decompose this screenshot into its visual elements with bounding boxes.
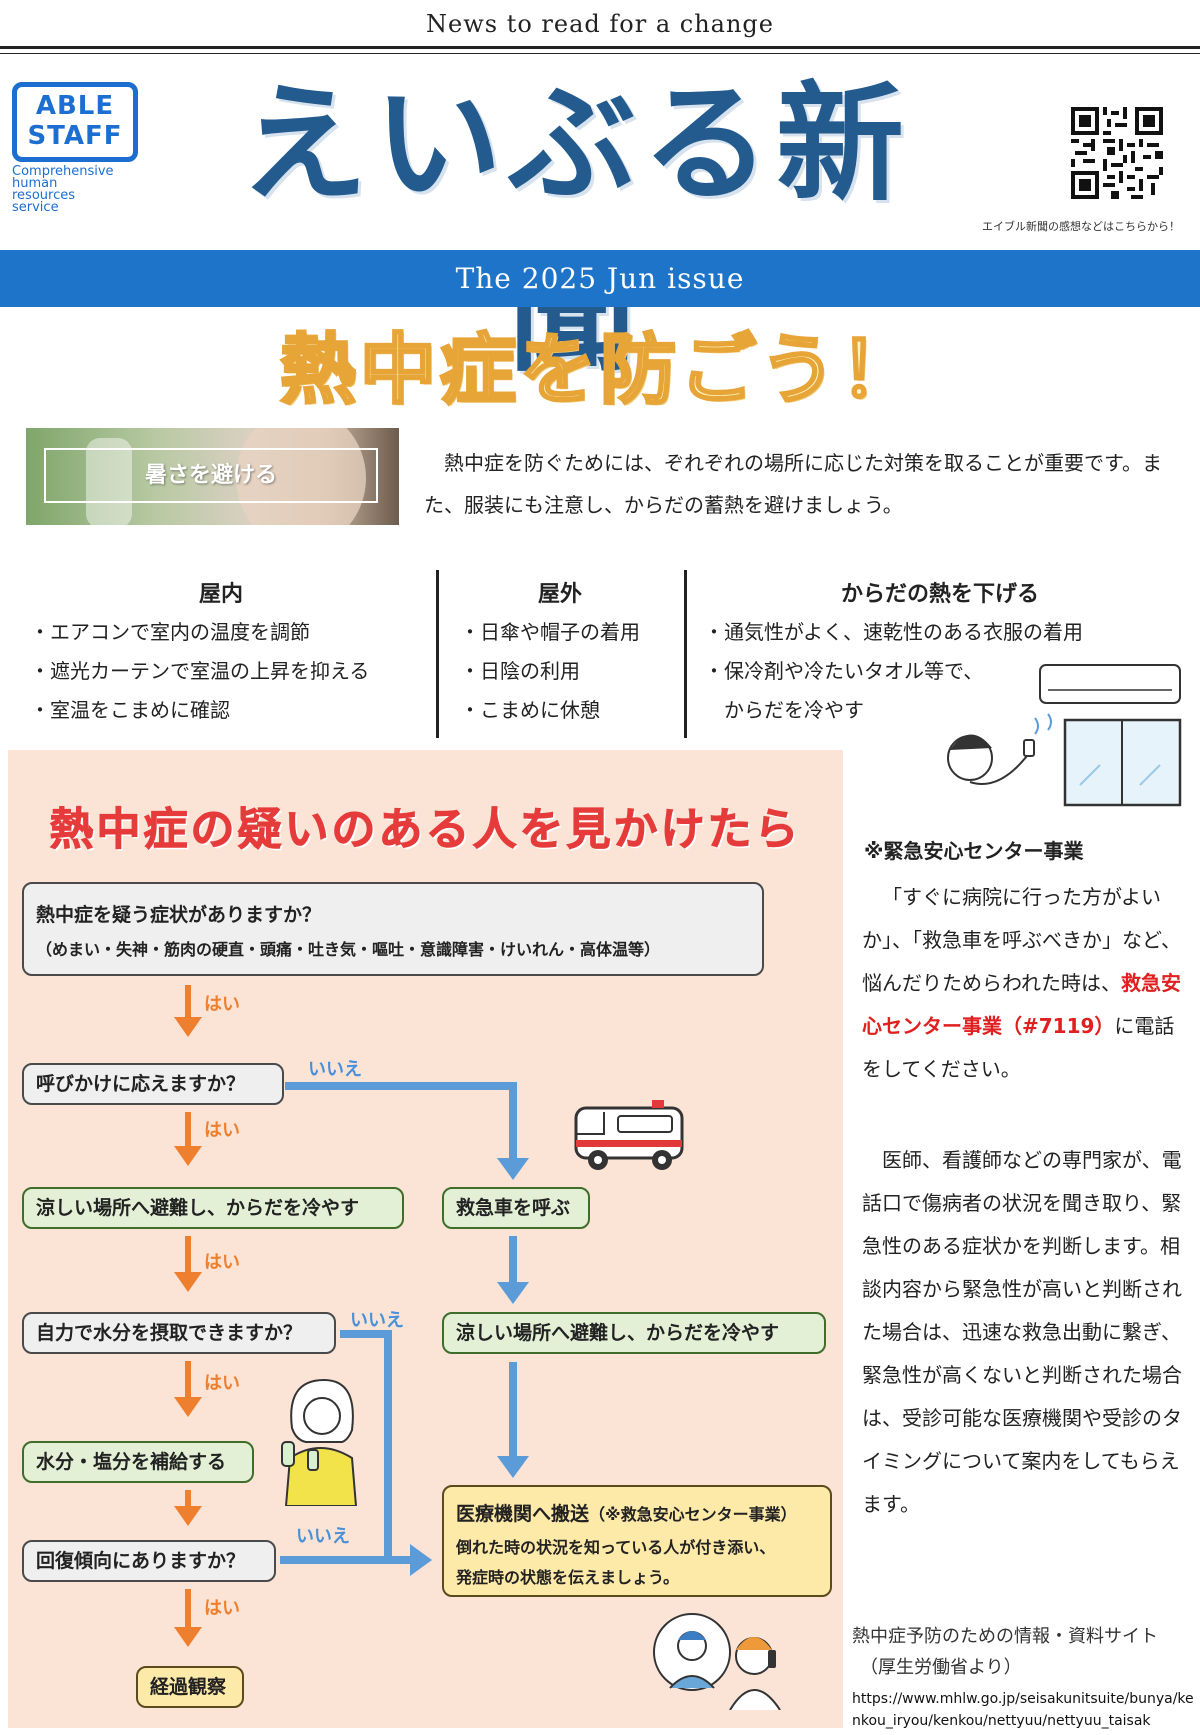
column-title-indoor: 屋内 bbox=[198, 582, 243, 607]
column-item: からだを冷やす bbox=[704, 698, 864, 722]
hospital-line2: 倒れた時の状況を知っている人が付き添い、 bbox=[456, 1538, 776, 1557]
no-connector bbox=[509, 1082, 517, 1160]
sidebar-paragraph-1: 「すぐに病院に行った方がよいか」、「救急車を呼ぶべきか」など、悩んだりためらわれ… bbox=[862, 876, 1182, 1091]
column-divider bbox=[684, 570, 687, 738]
flow-connector bbox=[509, 1236, 517, 1284]
phone-consultation-illustration bbox=[650, 1610, 800, 1710]
flow-q1-line2: （めまい・失神・筋肉の硬直・頭痛・吐き気・嘔吐・意識障害・けいれん・高体温等） bbox=[36, 940, 661, 959]
logo-sub-2: human bbox=[12, 176, 58, 191]
flow-question-drink: 自力で水分を摂取できますか？ bbox=[22, 1312, 336, 1354]
no-arrowhead bbox=[410, 1544, 432, 1576]
flow-action-observe: 経過観察 bbox=[136, 1666, 244, 1708]
flow-action-cool-down-right: 涼しい場所へ避難し、からだを冷やす bbox=[442, 1312, 826, 1354]
no-arrowhead bbox=[497, 1158, 529, 1180]
flow-question-symptoms: 熱中症を疑う症状がありますか？ （めまい・失神・筋肉の硬直・頭痛・吐き気・嘔吐・… bbox=[22, 882, 764, 976]
yes-label: はい bbox=[204, 1373, 240, 1394]
hotline-highlight: 救急安心センター事業（#7119） bbox=[862, 971, 1181, 1038]
no-connector bbox=[280, 1556, 412, 1564]
no-connector bbox=[340, 1330, 392, 1338]
tagline: News to read for a change bbox=[426, 10, 774, 38]
top-rule-thin bbox=[0, 53, 1200, 54]
no-label: いいえ bbox=[308, 1059, 362, 1080]
flow-arrowhead bbox=[497, 1282, 529, 1304]
logo-sub-1: Comprehensive bbox=[12, 164, 114, 179]
issue-bar bbox=[0, 250, 1200, 307]
hospital-title: 医療機関へ搬送 bbox=[456, 1503, 590, 1525]
logo-sub-4: service bbox=[12, 200, 59, 215]
column-item: ・日陰の利用 bbox=[460, 659, 580, 683]
flow-action-hospital: 医療機関へ搬送（※救急安心センター事業） 倒れた時の状況を知っている人が付き添い… bbox=[442, 1485, 832, 1597]
logo-sub-3: resources bbox=[12, 188, 76, 203]
column-item: ・エアコンで室内の温度を調節 bbox=[30, 620, 310, 644]
yes-label: はい bbox=[204, 1120, 240, 1141]
yes-arrow bbox=[174, 1361, 202, 1417]
qr-caption: エイブル新聞の感想などはこちらから！ bbox=[982, 220, 1180, 233]
yes-arrow bbox=[174, 1112, 202, 1166]
air-conditioner-illustration bbox=[940, 660, 1190, 810]
headline: 熱中症を防ごう！ bbox=[279, 324, 920, 416]
hospital-line3: 発症時の状態を伝えましょう。 bbox=[456, 1568, 680, 1587]
top-rule bbox=[0, 46, 1200, 49]
column-divider bbox=[436, 570, 439, 738]
flow-arrowhead bbox=[497, 1456, 529, 1478]
yes-label: はい bbox=[204, 1252, 240, 1273]
qr-code-icon[interactable] bbox=[1071, 107, 1163, 199]
sidebar-p1-text: 「すぐに病院に行った方がよいか」、「救急車を呼ぶべきか」など、悩んだりためらわれ… bbox=[862, 885, 1181, 995]
column-title-body-heat: からだの熱を下げる bbox=[840, 582, 1039, 607]
column-item: ・遮光カーテンで室温の上昇を抑える bbox=[30, 659, 370, 683]
source-title: 熱中症予防のための情報・資料サイト bbox=[852, 1626, 1158, 1647]
issue-label: The 2025 Jun issue bbox=[455, 262, 745, 295]
sidebar-title: ※緊急安心センター事業 bbox=[864, 839, 1084, 863]
flowchart-title: 熱中症の疑いのある人を見かけたら bbox=[49, 804, 802, 856]
yes-label: はい bbox=[204, 1598, 240, 1619]
no-label: いいえ bbox=[296, 1526, 350, 1547]
logo-line-1: ABLE bbox=[35, 91, 115, 121]
yes-label: はい bbox=[204, 994, 240, 1015]
hospital-note: （※救急安心センター事業） bbox=[589, 1505, 797, 1524]
column-item: ・日傘や帽子の着用 bbox=[460, 620, 640, 644]
column-item: ・こまめに休憩 bbox=[460, 698, 600, 722]
person-image bbox=[236, 428, 366, 525]
logo-subtitle: Comprehensive human resources service bbox=[12, 164, 152, 215]
sidebar-p1-end: に電話をしてください。 bbox=[862, 1014, 1175, 1081]
photo-label: 暑さを避ける bbox=[144, 463, 277, 488]
water-bottle-image bbox=[86, 438, 132, 525]
person-drinking-illustration bbox=[280, 1378, 360, 1506]
yes-arrow bbox=[174, 1236, 202, 1292]
column-title-outdoor: 屋外 bbox=[537, 582, 582, 607]
no-label: いいえ bbox=[350, 1310, 404, 1331]
flow-action-call-ambulance: 救急車を呼ぶ bbox=[442, 1187, 590, 1229]
photo-frame bbox=[44, 448, 378, 503]
flow-action-hydrate: 水分・塩分を補給する bbox=[22, 1441, 254, 1483]
no-connector bbox=[285, 1082, 517, 1090]
flow-connector bbox=[509, 1362, 517, 1458]
logo-line-2: STAFF bbox=[27, 121, 123, 151]
source-url-link[interactable]: https://www.mhlw.go.jp/seisakunitsuite/b… bbox=[852, 1691, 1194, 1729]
photo-banner: 暑さを避ける bbox=[26, 428, 399, 525]
column-item: ・通気性がよく、速乾性のある衣服の着用 bbox=[704, 620, 1083, 644]
yes-arrow bbox=[174, 985, 202, 1037]
sidebar-paragraph-2: 医師、看護師などの専門家が、電話口で傷病者の状況を聞き取り、緊急性のある症状かを… bbox=[862, 1148, 1182, 1516]
column-item: ・室温をこまめに確認 bbox=[30, 698, 230, 722]
yes-arrow bbox=[174, 1589, 202, 1647]
able-staff-logo: ABLE STAFF bbox=[12, 82, 138, 162]
yes-arrow bbox=[174, 1490, 202, 1526]
intro-paragraph: 熱中症を防ぐためには、ぞれぞれの場所に応じた対策を取ることが重要です。また、服装… bbox=[424, 451, 1162, 517]
flow-q1-line1: 熱中症を疑う症状がありますか？ bbox=[36, 904, 322, 926]
source-publisher: （厚生労働省より） bbox=[860, 1657, 1022, 1678]
column-item: ・保冷剤や冷たいタオル等で、 bbox=[704, 659, 984, 683]
ambulance-icon bbox=[570, 1098, 690, 1178]
no-connector bbox=[384, 1330, 392, 1562]
flow-question-recovering: 回復傾向にありますか？ bbox=[22, 1540, 276, 1582]
flow-action-cool-down: 涼しい場所へ避難し、からだを冷やす bbox=[22, 1187, 404, 1229]
flow-question-responds: 呼びかけに応えますか？ bbox=[22, 1063, 284, 1105]
